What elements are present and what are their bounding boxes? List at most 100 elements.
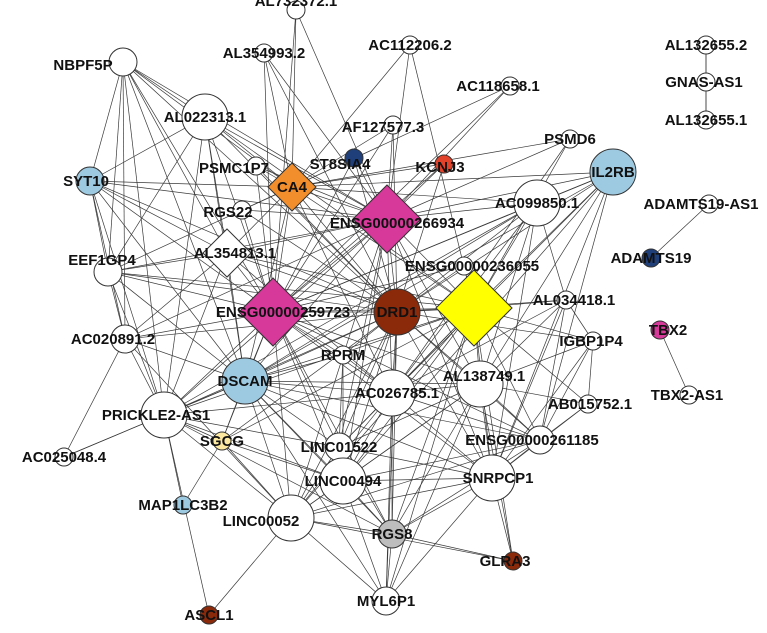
node-al022313-1[interactable] xyxy=(181,93,229,141)
node-psmd6[interactable] xyxy=(560,129,580,149)
edge-prickle2-as1-linc01522 xyxy=(163,414,340,448)
node-label-st8sia4: ST8SIA4 xyxy=(310,156,372,173)
node-eef1gp4[interactable] xyxy=(93,257,123,287)
node-tbx2-as1[interactable] xyxy=(679,385,699,405)
edge-dscam-rgs8 xyxy=(244,380,393,535)
node-yellow-diamond[interactable] xyxy=(435,269,513,347)
node-tbx2[interactable] xyxy=(650,320,670,340)
node-al732372-1[interactable] xyxy=(286,0,306,20)
node-ab015752-1[interactable] xyxy=(578,394,598,414)
node-ac118658-1[interactable] xyxy=(500,76,520,96)
edge-prickle2-as1-linc00494 xyxy=(163,414,344,482)
node-label-ac099850-1: AC099850.1 xyxy=(495,195,579,212)
node-adamts19-as1[interactable] xyxy=(699,194,719,214)
edge-ca4-ac026785-1 xyxy=(291,186,393,394)
node-syt10[interactable] xyxy=(75,166,105,196)
edge-tbx2-tbx2-as1 xyxy=(659,329,690,396)
node-psmc1p7[interactable] xyxy=(246,156,266,176)
node-ascl1[interactable] xyxy=(199,605,219,625)
edge-ensg00000266934-dscam xyxy=(244,218,388,382)
node-ac020891-2[interactable] xyxy=(110,324,140,354)
edge-il2rb-yellow-diamond xyxy=(473,171,614,309)
edge-ac118658-1-ensg00000266934 xyxy=(386,85,511,220)
node-igbp1p4[interactable] xyxy=(583,331,603,351)
node-label-ac026785-1: AC026785.1 xyxy=(355,385,439,402)
node-dscam[interactable] xyxy=(221,357,269,405)
node-label-kcnj3: KCNJ3 xyxy=(415,159,464,176)
node-al138749-1[interactable] xyxy=(456,360,504,408)
edge-eef1gp4-dscam xyxy=(107,271,246,382)
node-glra3[interactable] xyxy=(503,551,523,571)
edge-ac026785-1-ensg00000261185 xyxy=(391,392,541,441)
node-label-ensg00000266934: ENSG00000266934 xyxy=(330,215,465,232)
node-ensg00000236055[interactable] xyxy=(454,256,474,276)
edge-al022313-1-drd1 xyxy=(204,116,398,313)
node-map1lc3b2[interactable] xyxy=(173,495,193,515)
node-label-glra3: GLRA3 xyxy=(480,553,531,570)
node-gnas-as1[interactable] xyxy=(696,72,716,92)
edge-snrpcp1-linc00052 xyxy=(290,477,493,519)
edge-rprm-linc01522 xyxy=(338,354,344,448)
node-label-ac025048-4: AC025048.4 xyxy=(22,449,107,466)
edge-ac026785-1-myl6p1 xyxy=(385,392,393,602)
node-label-adamts19-as1: ADAMTS19-AS1 xyxy=(643,196,758,213)
node-label-ab015752-1: AB015752.1 xyxy=(548,396,632,413)
node-ac025048-4[interactable] xyxy=(54,447,74,467)
node-al132655-1[interactable] xyxy=(696,110,716,130)
node-al034418-1[interactable] xyxy=(556,290,576,310)
node-rgs8[interactable] xyxy=(377,519,407,549)
node-adamts19[interactable] xyxy=(641,248,661,268)
node-label-ac112206-2: AC112206.2 xyxy=(368,37,451,54)
node-al132655-2[interactable] xyxy=(696,35,716,55)
edge-drd1-linc01522 xyxy=(338,311,398,448)
node-label-dscam: DSCAM xyxy=(218,373,273,390)
node-kcnj3[interactable] xyxy=(434,154,454,174)
node-ca4[interactable] xyxy=(267,162,317,212)
node-linc00494[interactable] xyxy=(319,457,367,505)
edge-ca4-eef1gp4 xyxy=(107,186,293,273)
edge-ensg00000259723-al138749-1 xyxy=(272,311,481,385)
edge-ensg00000259723-rgs8 xyxy=(272,311,393,535)
edge-drd1-igbp1p4 xyxy=(396,311,594,342)
node-linc00052[interactable] xyxy=(267,494,315,542)
edge-eef1gp4-drd1 xyxy=(107,271,398,313)
node-snrpcp1[interactable] xyxy=(468,454,516,502)
node-rgs22[interactable] xyxy=(232,200,252,220)
node-st8sia4[interactable] xyxy=(344,148,364,168)
edge-al138749-1-myl6p1 xyxy=(385,383,481,602)
edge-syt10-eef1gp4 xyxy=(89,180,109,273)
node-ac112206-2[interactable] xyxy=(400,35,420,55)
node-label-gnas-as1: GNAS-AS1 xyxy=(665,74,743,91)
edge-nbpf5p-prickle2-as1 xyxy=(122,61,165,416)
edge-il2rb-ca4 xyxy=(291,171,614,188)
edge-ensg00000259723-prickle2-as1 xyxy=(163,311,274,416)
node-drd1[interactable] xyxy=(373,288,421,336)
node-al354813-1[interactable] xyxy=(202,228,252,278)
node-prickle2-as1[interactable] xyxy=(140,391,188,439)
node-ac099850-1[interactable] xyxy=(513,179,561,227)
edge-dscam-snrpcp1 xyxy=(244,380,493,479)
node-ac026785-1[interactable] xyxy=(368,369,416,417)
node-ensg00000259723[interactable] xyxy=(238,277,308,347)
node-ensg00000261185[interactable] xyxy=(525,425,555,455)
node-rprm[interactable] xyxy=(333,345,353,365)
node-myl6p1[interactable] xyxy=(371,586,401,616)
node-label-prickle2-as1: PRICKLE2-AS1 xyxy=(102,407,210,424)
node-af127577-3[interactable] xyxy=(383,115,403,135)
edge-yellow-diamond-dscam xyxy=(244,307,475,382)
node-al354993-2[interactable] xyxy=(254,43,274,63)
edge-drd1-myl6p1 xyxy=(385,311,398,602)
node-ensg00000266934[interactable] xyxy=(352,184,422,254)
edge-syt10-al354813-1 xyxy=(89,180,228,254)
node-label-rgs8: RGS8 xyxy=(372,526,413,543)
edge-ensg00000236055-ensg00000259723 xyxy=(272,265,465,313)
node-il2rb[interactable] xyxy=(589,148,637,196)
edge-al732372-1-ensg00000266934 xyxy=(295,9,388,220)
node-nbpf5p[interactable] xyxy=(108,47,138,77)
edge-al354813-1-prickle2-as1 xyxy=(163,252,228,416)
edge-al022313-1-yellow-diamond xyxy=(204,116,475,309)
edge-ac118658-1-ca4 xyxy=(291,85,511,188)
node-sgcg[interactable] xyxy=(212,431,232,451)
